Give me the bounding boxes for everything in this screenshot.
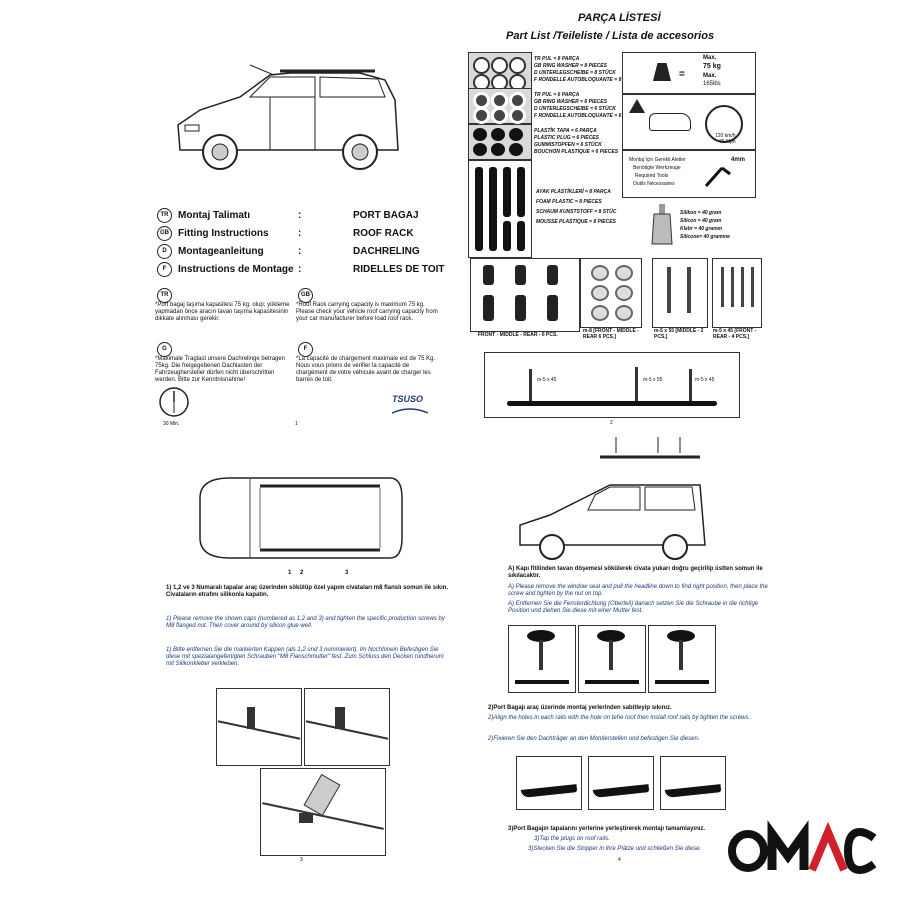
step1-en: 1) Please remove the shown caps (numbere… [166,616,445,629]
roof-rail-diagram: m-5 x 45 m-5 x 55 m-5 x 45 [484,352,740,418]
silicone-tube-icon [651,204,673,245]
lang-badge: F [157,262,172,277]
note-tr: *Port bagaj taşıma kapasitesi 75 kg. olu… [155,302,290,322]
page-number: 4 [618,857,621,863]
note-f: *La capacité de chargement maximale est … [296,356,436,383]
car-rail-install-illustration [519,437,706,560]
step1-diagram-b [304,688,390,766]
foam-plastic-set [468,160,532,258]
tsuso-logo: TSUSO [392,394,424,404]
step2-tr: 2)Port Bagajı araç üzerinde montaj yerle… [488,705,672,711]
washer-set-8 [468,52,532,94]
fitting-row-f: F Instructions de Montage : RIDELLES DE … [157,262,445,277]
step1-tr: 1) 1,2 ve 3 Numaralı tapalar araç üzerin… [166,585,449,598]
step-a-de: A) Entfernen Sie die Fensterdichtung (Ob… [508,601,759,614]
m5x45-screw-box [712,258,762,328]
part-list-subtitle: Part List /Teileliste / Lista de accesor… [506,30,715,42]
lang-badge: G [157,342,172,357]
allen-key-icon [704,166,731,187]
m5x55-screw-box [652,258,708,328]
speed-warning-box: 120 km/h 75 Mph [622,94,756,150]
car-top-view-illustration [199,477,403,559]
lang-badge: GB [298,288,313,303]
fitting-row-gb: GB Fitting Instructions : ROOF RACK [157,226,414,241]
lang-badge: F [298,342,313,357]
foot-plastics-box [470,258,580,332]
step3-diagram-1 [516,756,582,810]
time-label: 30 Min. [163,421,180,427]
lang-badge: D [157,244,172,259]
step1-diagram-c [260,768,386,856]
clock-icon [159,387,189,417]
step3-diagram-3 [660,756,726,810]
part-list-title: PARÇA LİSTESİ [578,12,661,24]
step2-de: 2)Fixieren Sie den Dachträger an den Mon… [488,736,700,742]
step3-diagram-2 [588,756,654,810]
step3-en: 3)Tap the plugs on roof rails. [534,836,610,842]
plastic-plug-set [468,124,532,160]
step2-en: 2)Align the holes in each rails with the… [488,715,751,721]
note-gb: *Roof Rack carrying capacity is maximum … [296,302,438,322]
page-number: 1 [295,421,298,427]
page-number: 2 [610,420,613,426]
step3-de: 3)Stecken Sie die Stopper in ihre Plätze… [528,846,702,852]
car-side-illustration [177,64,399,170]
logo-emblem [391,408,429,414]
step-a-diagram-2 [578,625,646,693]
required-tools-box: Montaj İçin Gerekli Aletler Benötigte We… [622,150,756,198]
step1-de: 1) Bitte entfernen Sie die markierten Ka… [166,647,444,667]
step-a-diagram-3 [648,625,716,693]
step-a-tr: A) Kapı fitilinden tavan döşemesi söküle… [508,566,763,579]
omac-logo [728,820,877,875]
step1-diagram-a [216,688,302,766]
page-number: 3 [300,857,303,863]
lang-badge: GB [157,226,172,241]
note-g: *Maximale Traglast unsere Dachrelinge be… [155,356,286,383]
max-load-box: = Max. 75 kg Max. 165lbs [622,52,756,94]
lang-badge: TR [157,288,172,303]
fitting-row-d: D Montageanleitung : DACHRELING [157,244,420,259]
step-a-diagram-1 [508,625,576,693]
step3-tr: 3)Port Bagajın tapalarını yerlerine yerl… [508,826,706,832]
m8-nut-box [580,258,642,328]
step-a-en: A) Please remove the window seal and pul… [508,584,768,597]
washer-set-6 [468,88,532,124]
fitting-row-tr: TR Montaj Talimatı : PORT BAGAJ [157,208,419,223]
lang-badge: TR [157,208,172,223]
